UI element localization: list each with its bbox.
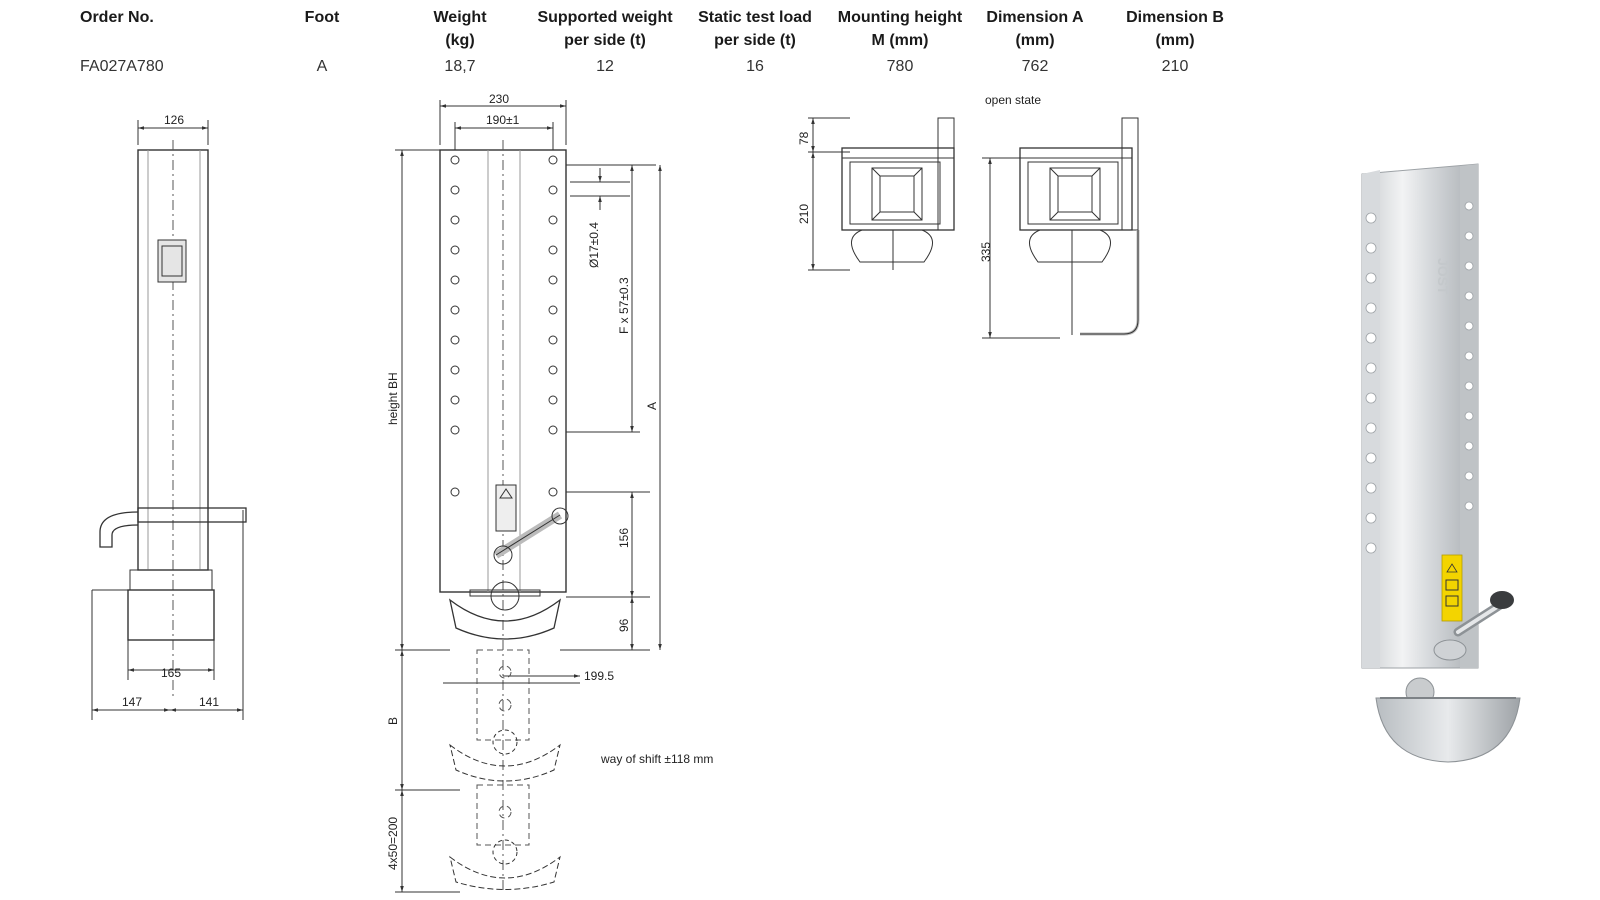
header-foot: Foot bbox=[304, 9, 340, 26]
header-static-test-load: Static test load per side (t) bbox=[698, 9, 812, 49]
dim-b: B bbox=[386, 717, 400, 725]
value-order-no: FA027A780 bbox=[80, 58, 164, 75]
dim-210: 210 bbox=[797, 204, 811, 224]
dim-199: 199.5 bbox=[584, 669, 614, 683]
dim-78: 78 bbox=[797, 131, 811, 145]
header-dimension-a: Dimension A (mm) bbox=[986, 9, 1084, 49]
right-hole-column bbox=[548, 155, 558, 497]
dim-126: 126 bbox=[164, 113, 184, 127]
dim-hole-dia: Ø17±0.4 bbox=[587, 222, 601, 268]
dim-230: 230 bbox=[489, 92, 509, 106]
header-supported-weight: Supported weight per side (t) bbox=[537, 9, 673, 49]
brand-logo: JOST bbox=[1435, 258, 1451, 295]
dim-190: 190±1 bbox=[486, 113, 520, 127]
top-view-open bbox=[982, 117, 1140, 339]
dim-hole-pitch: F x 57±0.3 bbox=[617, 277, 631, 334]
header-dimension-b: Dimension B (mm) bbox=[1126, 9, 1224, 49]
header-mounting-height: Mounting height M (mm) bbox=[837, 9, 963, 49]
dim-165: 165 bbox=[161, 666, 181, 680]
spec-table: Order No. Foot Weight (kg) Supported wei… bbox=[0, 0, 1260, 90]
dim-96: 96 bbox=[617, 618, 631, 632]
dim-a: A bbox=[645, 402, 659, 410]
front-view bbox=[395, 100, 662, 893]
dim-147: 147 bbox=[122, 695, 142, 709]
dim-335: 335 bbox=[979, 242, 993, 262]
value-supported-weight: 12 bbox=[596, 58, 614, 75]
value-mounting-height: 780 bbox=[886, 58, 914, 75]
value-foot: A bbox=[316, 58, 328, 75]
value-dimension-b: 210 bbox=[1161, 58, 1189, 75]
value-static-test-load: 16 bbox=[746, 58, 764, 75]
side-view bbox=[91, 120, 247, 720]
dim-steps: 4x50=200 bbox=[386, 817, 400, 870]
header-order-no: Order No. bbox=[80, 9, 154, 26]
value-dimension-a: 762 bbox=[1021, 58, 1049, 75]
dim-height-bh: height BH bbox=[386, 372, 400, 425]
top-view-closed bbox=[808, 117, 955, 271]
left-hole-column bbox=[450, 155, 460, 497]
dim-156: 156 bbox=[617, 528, 631, 548]
header-weight: Weight (kg) bbox=[433, 9, 487, 49]
shift-note: way of shift ±118 mm bbox=[600, 752, 713, 766]
open-state-label: open state bbox=[985, 93, 1041, 107]
value-weight: 18,7 bbox=[444, 58, 476, 75]
dim-141: 141 bbox=[199, 695, 219, 709]
product-render: JOST bbox=[1361, 163, 1521, 763]
